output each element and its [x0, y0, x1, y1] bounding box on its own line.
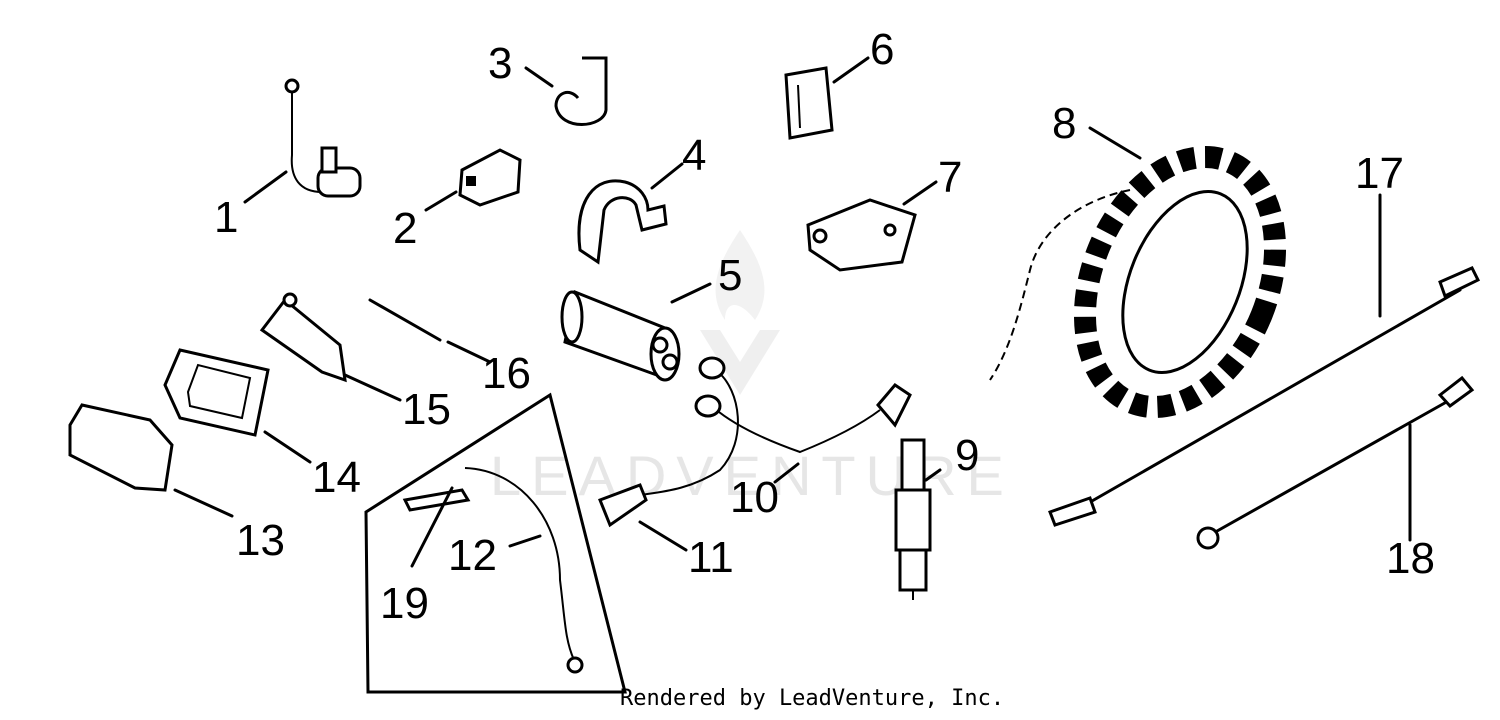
- callout-8: 8: [1052, 99, 1076, 148]
- leader-lines: [173, 56, 1412, 568]
- part-6-module: [784, 66, 834, 140]
- part-7-regulator: [806, 198, 917, 272]
- part-10-11-ht-leads: [598, 356, 912, 528]
- part-1-condenser: [284, 78, 362, 198]
- watermark-logo: [700, 330, 780, 395]
- callout-16: 16: [482, 349, 531, 398]
- callout-4: 4: [682, 131, 706, 180]
- part-9-spark-plug: [894, 438, 932, 600]
- callout-1: 1: [214, 193, 238, 242]
- part-17-strap: [1048, 266, 1481, 527]
- callout-12: 12: [448, 531, 497, 580]
- part-8-stator: [989, 146, 1287, 418]
- callout-7: 7: [938, 153, 962, 202]
- part-18-wire: [1196, 375, 1475, 550]
- part-3-clip: [554, 56, 608, 126]
- watermark-flame: [715, 230, 765, 320]
- part-2-connector: [458, 148, 522, 207]
- callout-11: 11: [688, 533, 734, 582]
- part-14-gasket: [163, 348, 270, 437]
- callout-14: 14: [312, 453, 361, 502]
- part-15-bracket: [259, 292, 347, 383]
- part-4-clamp: [577, 179, 668, 265]
- callout-labels: 1 2 3 4 5 6 7 8 9 10 11 12 13 14 15 16 1…: [214, 25, 1435, 628]
- part-12-19-group: [364, 392, 627, 694]
- callout-18: 18: [1386, 534, 1435, 583]
- callout-5: 5: [718, 251, 742, 300]
- callout-19: 19: [380, 579, 429, 628]
- callout-6: 6: [870, 25, 894, 74]
- callout-13: 13: [236, 516, 285, 565]
- part-16-pin: [368, 298, 442, 342]
- credit-text: Rendered by LeadVenture, Inc.: [620, 686, 1005, 711]
- callout-17: 17: [1355, 149, 1404, 198]
- part-13-cover: [68, 403, 174, 492]
- callout-2: 2: [393, 204, 417, 253]
- callout-15: 15: [402, 385, 451, 434]
- part-5-coil: [560, 289, 681, 382]
- callout-3: 3: [488, 39, 512, 88]
- callout-9: 9: [955, 431, 979, 480]
- callout-10: 10: [730, 473, 779, 522]
